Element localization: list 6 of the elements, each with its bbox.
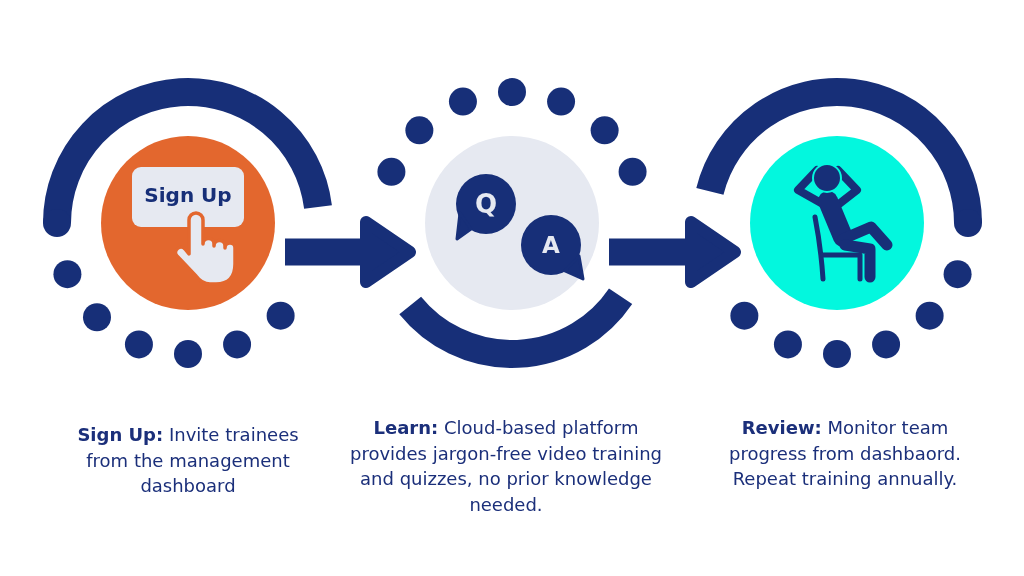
sign-up-button: Sign Up — [132, 167, 244, 227]
step-description: Learn: Cloud-based platform provides jargon-free video training and quizzes, no prior knowledge needed. — [349, 416, 663, 517]
arrow — [285, 216, 416, 288]
step-description: Review: Monitor team progress from dashbaord. Repeat training annually. — [728, 416, 962, 491]
arrow — [609, 216, 741, 288]
step-description: Sign Up: Invite trainees from the management dashboard — [76, 423, 300, 498]
